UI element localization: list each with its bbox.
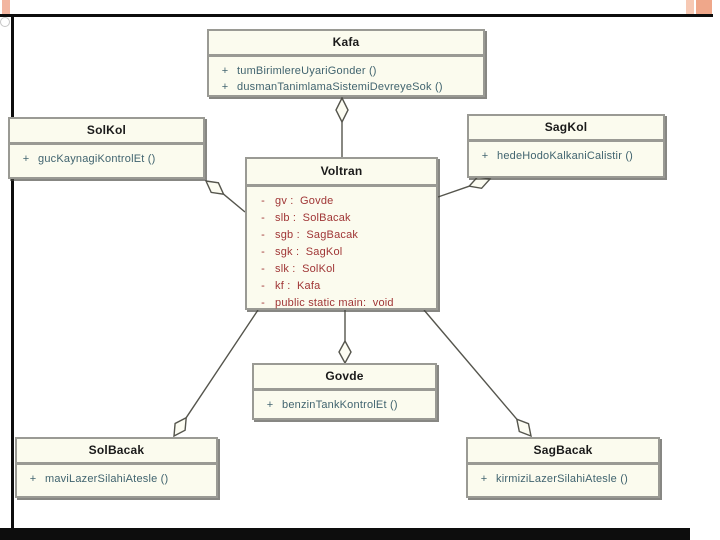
class-solbacak-name: SolBacak	[17, 439, 216, 465]
class-kafa-name: Kafa	[209, 31, 483, 57]
visibility-marker: -	[261, 246, 265, 258]
connector-solkol-voltran	[223, 193, 246, 213]
member-row: + gucKaynagiKontrolEt ()	[14, 151, 199, 167]
visibility-marker: -	[261, 263, 265, 275]
decor-dot	[0, 17, 10, 27]
member-text: kirmiziLazerSilahiAtesle ()	[496, 473, 628, 485]
member-row: + maviLazerSilahiAtesle ()	[21, 471, 212, 487]
class-voltran-name: Voltran	[247, 159, 436, 187]
connector-voltran-solbacak	[185, 309, 259, 419]
member-text: tumBirimlereUyariGonder ()	[237, 65, 377, 77]
member-text: sgk : SagKol	[275, 246, 343, 258]
visibility-marker: +	[29, 473, 37, 485]
member-row: + dusmanTanimlamaSistemiDevreyeSok ()	[213, 79, 479, 95]
class-sagbacak-name: SagBacak	[468, 439, 658, 465]
member-row: - sgb : SagBacak	[251, 227, 432, 244]
member-row: - kf : Kafa	[251, 278, 432, 295]
member-text: sgb : SagBacak	[275, 229, 359, 241]
visibility-marker: -	[261, 195, 265, 207]
member-text: slk : SolKol	[275, 263, 336, 275]
accent-bar-top-right-light	[686, 0, 694, 14]
member-row: - public static main: void	[251, 295, 432, 312]
member-text: dusmanTanimlamaSistemiDevreyeSok ()	[237, 81, 443, 93]
class-solbacak-members: + maviLazerSilahiAtesle ()	[17, 465, 216, 491]
visibility-marker: +	[22, 153, 30, 165]
visibility-marker: +	[266, 399, 274, 411]
member-row: - slb : SolBacak	[251, 210, 432, 227]
class-solkol-name: SolKol	[10, 119, 203, 145]
class-govde-name: Govde	[254, 365, 435, 391]
member-row: + kirmiziLazerSilahiAtesle ()	[472, 471, 654, 487]
member-row: - sgk : SagKol	[251, 244, 432, 261]
class-sagbacak: SagBacak + kirmiziLazerSilahiAtesle ()	[466, 437, 660, 498]
class-solbacak: SolBacak + maviLazerSilahiAtesle ()	[15, 437, 218, 498]
visibility-marker: +	[481, 150, 489, 162]
class-kafa: Kafa + tumBirimlereUyariGonder () + dusm…	[207, 29, 485, 97]
class-govde-members: + benzinTankKontrolEt ()	[254, 391, 435, 417]
frame-bar-bottom	[0, 528, 690, 540]
aggregation-diamond-sagbacak	[515, 418, 532, 438]
visibility-marker: -	[261, 229, 265, 241]
class-sagkol: SagKol + hedeHodoKalkaniCalistir ()	[467, 114, 665, 178]
frame-line-top	[0, 14, 713, 17]
class-voltran-members: - gv : Govde - slb : SolBacak - sgb : Sa…	[247, 187, 436, 316]
class-solkol: SolKol + gucKaynagiKontrolEt ()	[8, 117, 205, 179]
class-voltran: Voltran - gv : Govde - slb : SolBacak - …	[245, 157, 438, 310]
member-text: hedeHodoKalkaniCalistir ()	[497, 150, 634, 162]
member-text: maviLazerSilahiAtesle ()	[45, 473, 169, 485]
class-sagkol-name: SagKol	[469, 116, 663, 142]
visibility-marker: -	[261, 212, 265, 224]
connector-sagkol-voltran	[437, 185, 470, 198]
accent-bar-top-left	[2, 0, 10, 15]
class-kafa-members: + tumBirimlereUyariGonder () + dusmanTan…	[209, 57, 483, 99]
member-text: gv : Govde	[275, 195, 334, 207]
member-row: + hedeHodoKalkaniCalistir ()	[473, 148, 659, 164]
member-row: - slk : SolKol	[251, 261, 432, 278]
aggregation-diamond-kafa	[335, 96, 349, 124]
class-solkol-members: + gucKaynagiKontrolEt ()	[10, 145, 203, 171]
visibility-marker: +	[221, 81, 229, 93]
connector-voltran-sagbacak	[423, 309, 518, 420]
member-text: benzinTankKontrolEt ()	[282, 399, 398, 411]
visibility-marker: -	[261, 280, 265, 292]
member-row: - gv : Govde	[251, 193, 432, 210]
visibility-marker: -	[261, 297, 265, 309]
aggregation-diamond-sagkol	[467, 176, 492, 190]
class-sagkol-members: + hedeHodoKalkaniCalistir ()	[469, 142, 663, 168]
accent-bar-top-right-dark	[696, 0, 712, 14]
member-text: slb : SolBacak	[275, 212, 351, 224]
member-text: public static main: void	[275, 297, 394, 309]
member-row: + tumBirimlereUyariGonder ()	[213, 63, 479, 79]
aggregation-diamond-govde	[338, 339, 352, 365]
member-row: + benzinTankKontrolEt ()	[258, 397, 431, 413]
visibility-marker: +	[480, 473, 488, 485]
class-sagbacak-members: + kirmiziLazerSilahiAtesle ()	[468, 465, 658, 491]
member-text: kf : Kafa	[275, 280, 321, 292]
class-govde: Govde + benzinTankKontrolEt ()	[252, 363, 437, 420]
frame-line-left	[11, 14, 14, 528]
visibility-marker: +	[221, 65, 229, 77]
aggregation-diamond-solbacak	[173, 416, 188, 438]
member-text: gucKaynagiKontrolEt ()	[38, 153, 156, 165]
aggregation-diamond-solkol	[204, 180, 225, 196]
